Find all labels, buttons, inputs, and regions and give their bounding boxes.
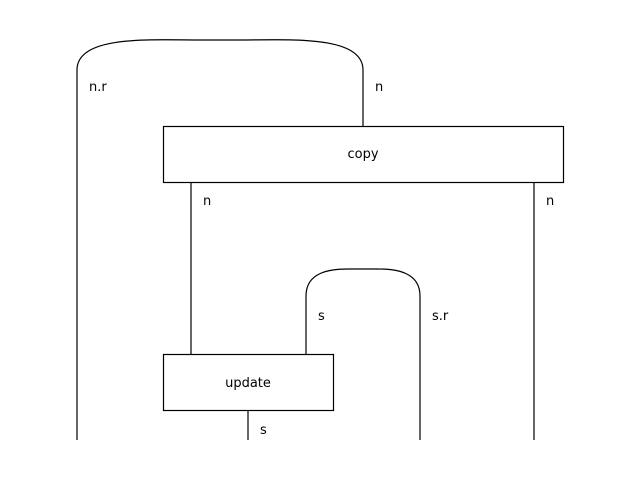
wire-label-s-update-output: s: [260, 423, 267, 438]
wire-label-s-update-input: s: [318, 309, 325, 324]
wire-label-n-copy-right-output: n: [546, 194, 554, 209]
lower-cup-wire: [305, 268, 421, 440]
top-cup-wire: [76, 39, 364, 440]
wire-label-s-r: s.r: [432, 309, 449, 324]
copy-box: [162, 125, 565, 184]
copy-box-label: copy: [347, 147, 378, 162]
update-box-label: update: [225, 376, 271, 391]
wire-label-n-copy-left-output: n: [203, 194, 211, 209]
wire-label-n-r: n.r: [89, 80, 107, 95]
wire-label-n-copy-input: n: [375, 80, 383, 95]
